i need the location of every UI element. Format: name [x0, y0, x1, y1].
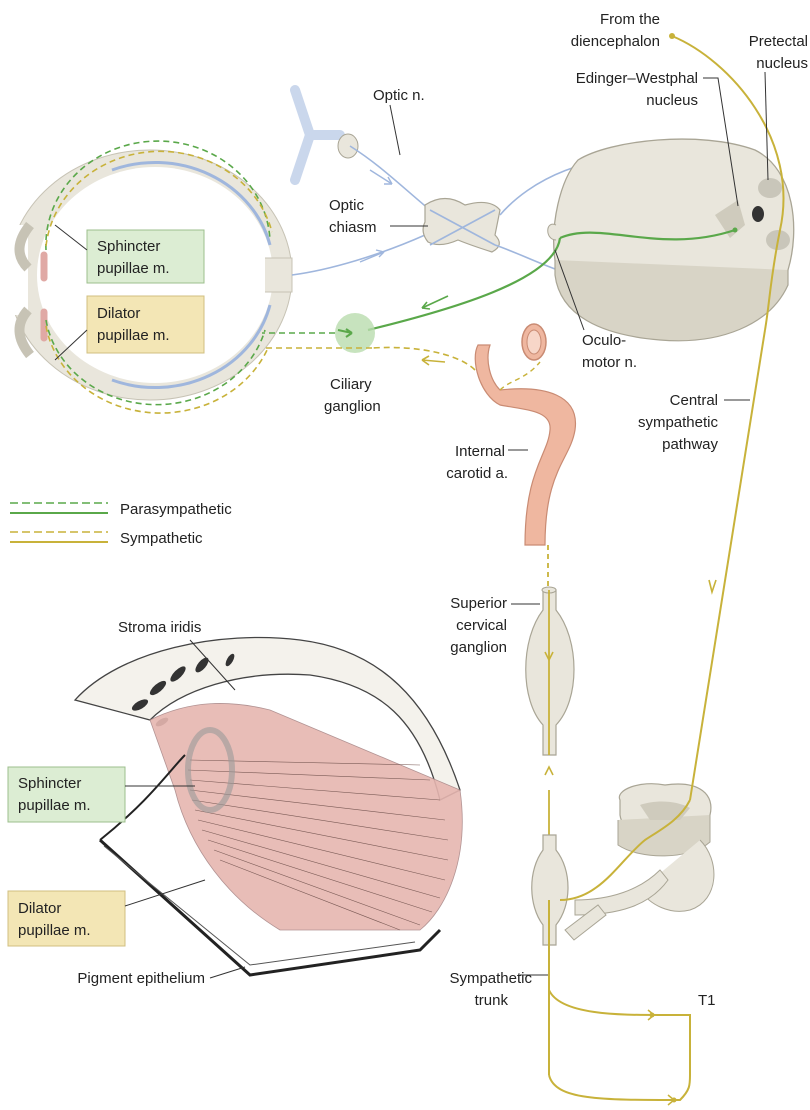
label-internal-carotid-1: Internal	[455, 443, 505, 460]
label-from-diencephalon-1: From the	[600, 11, 660, 28]
label-oculomotor-2: motor n.	[582, 354, 637, 371]
label-from-diencephalon-2: diencephalon	[571, 33, 660, 50]
label-sympathetic-trunk-2: trunk	[475, 992, 509, 1009]
label-dilator-bottom-2: pupillae m.	[18, 922, 91, 939]
label-sphincter-bottom-1: Sphincter	[18, 775, 81, 792]
label-optic-chiasm-1: Optic	[329, 197, 365, 214]
label-dilator-bottom-1: Dilator	[18, 900, 61, 917]
label-sphincter-bottom-2: pupillae m.	[18, 797, 91, 814]
label-optic-chiasm-2: chiasm	[329, 219, 377, 236]
sphincter-box-bottom: Sphincter pupillae m.	[8, 767, 125, 822]
superior-cervical-ganglion	[526, 587, 574, 835]
spinal-cord-segment	[532, 784, 714, 945]
legend: Parasympathetic Sympathetic	[10, 501, 232, 547]
label-sphincter-top-1: Sphincter	[97, 238, 160, 255]
label-central-symp-3: pathway	[662, 436, 718, 453]
label-dilator-top-1: Dilator	[97, 305, 140, 322]
label-oculomotor-1: Oculo-	[582, 332, 626, 349]
legend-label-sympathetic: Sympathetic	[120, 530, 203, 547]
label-ciliary-1: Ciliary	[330, 376, 372, 393]
dilator-box-bottom: Dilator pupillae m.	[8, 891, 125, 946]
label-t1: T1	[698, 992, 716, 1009]
label-edinger-westphal-1: Edinger–Westphal	[576, 70, 698, 87]
label-sphincter-top-2: pupillae m.	[97, 260, 170, 277]
internal-carotid-artery	[262, 324, 575, 590]
label-superior-cervical-2: cervical	[456, 617, 507, 634]
label-dilator-top-2: pupillae m.	[97, 327, 170, 344]
legend-label-parasympathetic: Parasympathetic	[120, 501, 232, 518]
label-pretectal-1: Pretectal	[749, 33, 808, 50]
label-optic-n: Optic n.	[373, 87, 425, 104]
label-superior-cervical-1: Superior	[450, 595, 507, 612]
label-pretectal-2: nucleus	[756, 55, 808, 72]
label-superior-cervical-3: ganglion	[450, 639, 507, 656]
label-central-symp-1: Central	[670, 392, 718, 409]
label-central-symp-2: sympathetic	[638, 414, 719, 431]
label-stroma-iridis: Stroma iridis	[118, 619, 201, 636]
legend-item-parasympathetic: Parasympathetic	[10, 501, 232, 518]
sphincter-box-top: Sphincter pupillae m.	[87, 230, 204, 283]
label-internal-carotid-2: carotid a.	[446, 465, 508, 482]
label-pigment-epithelium: Pigment epithelium	[77, 970, 205, 987]
label-sympathetic-trunk-1: Sympathetic	[449, 970, 532, 987]
label-edinger-westphal-2: nucleus	[646, 92, 698, 109]
legend-item-sympathetic: Sympathetic	[10, 530, 203, 547]
iris-section	[75, 638, 462, 976]
dilator-box-top: Dilator pupillae m.	[87, 296, 204, 353]
label-ciliary-2: ganglion	[324, 398, 381, 415]
